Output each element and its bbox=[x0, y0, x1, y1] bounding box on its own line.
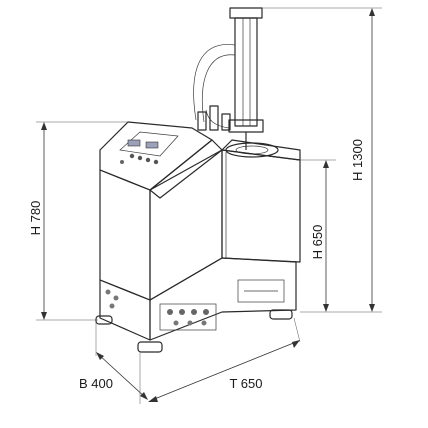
dimension-width bbox=[95, 322, 148, 404]
dimension-height-top bbox=[300, 159, 336, 312]
cylinder-column bbox=[193, 7, 264, 150]
label-height-top: H 650 bbox=[310, 225, 325, 260]
label-width: B 400 bbox=[79, 376, 113, 391]
dimension-depth bbox=[148, 317, 301, 402]
cabinet-body bbox=[99, 139, 301, 301]
machine-illustration bbox=[95, 7, 301, 353]
dimension-labels: H 1300 H 650 H 780 B 400 T 650 bbox=[28, 139, 365, 391]
dimension-height-total bbox=[262, 7, 382, 313]
label-height-body: H 780 bbox=[28, 201, 43, 236]
base-section bbox=[99, 257, 297, 341]
label-height-total: H 1300 bbox=[350, 139, 365, 181]
dimension-lines bbox=[36, 7, 382, 404]
machine-feet bbox=[95, 309, 293, 353]
dimension-height-body bbox=[36, 121, 128, 321]
label-depth: T 650 bbox=[229, 376, 262, 391]
